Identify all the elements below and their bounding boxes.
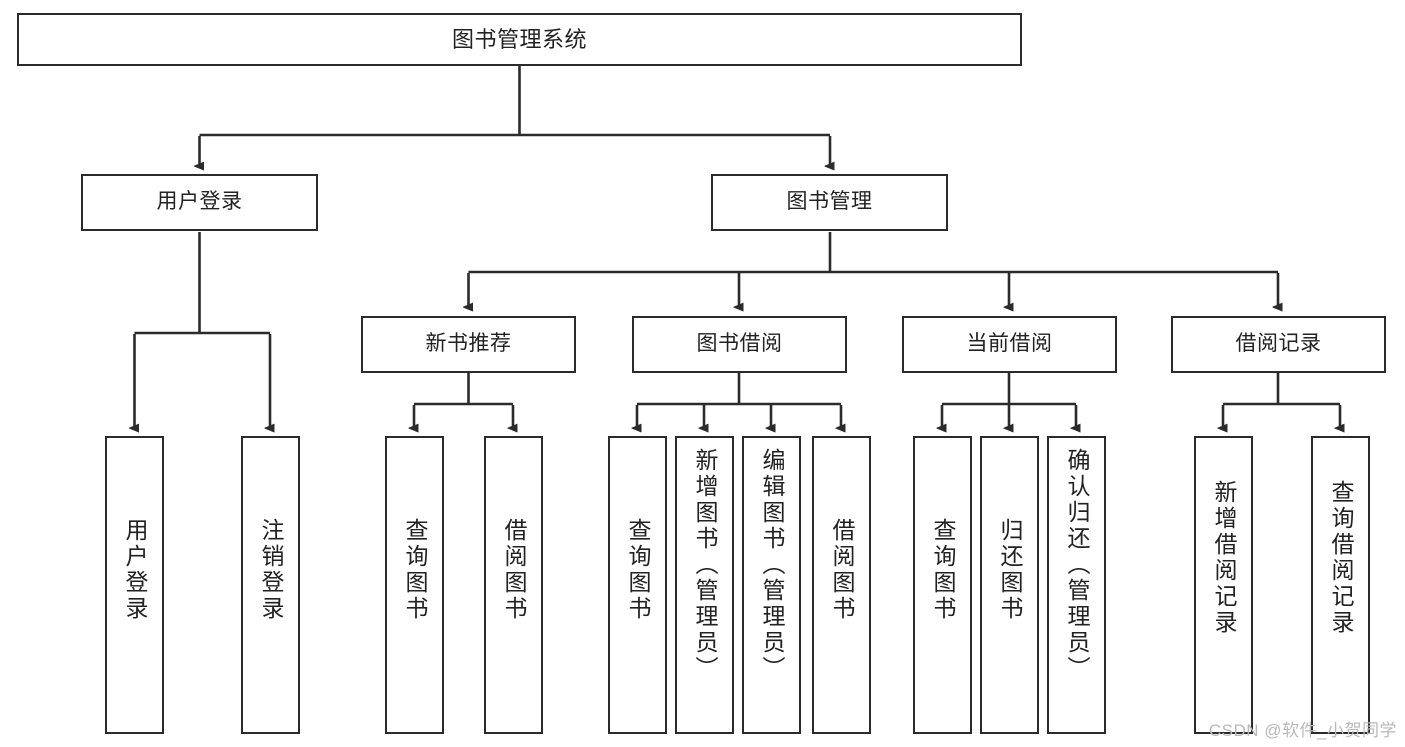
node-leaf-edit-book[interactable]: 编辑图书（管理员） — [742, 436, 801, 734]
node-label: 查询图书 — [625, 518, 651, 622]
node-label: 图书管理 — [786, 190, 873, 214]
node-leaf-query-book-1[interactable]: 查询图书 — [385, 436, 444, 734]
node-new-book-recommend[interactable]: 新书推荐 — [361, 316, 576, 373]
node-leaf-query-record[interactable]: 查询借阅记录 — [1311, 436, 1370, 734]
node-borrow-record[interactable]: 借阅记录 — [1171, 316, 1386, 373]
node-label: 确认归还（管理员） — [1064, 448, 1090, 682]
node-label: 图书借阅 — [696, 332, 783, 356]
node-label: 用户登录 — [156, 190, 243, 214]
node-current-borrow[interactable]: 当前借阅 — [902, 316, 1117, 373]
node-root-system[interactable]: 图书管理系统 — [17, 13, 1022, 66]
node-label: 图书管理系统 — [451, 26, 587, 52]
node-leaf-confirm-return[interactable]: 确认归还（管理员） — [1047, 436, 1106, 734]
node-leaf-query-book-2[interactable]: 查询图书 — [608, 436, 667, 734]
node-label: 用户登录 — [122, 518, 148, 622]
node-leaf-user-login[interactable]: 用户登录 — [105, 436, 164, 734]
node-leaf-add-record[interactable]: 新增借阅记录 — [1194, 436, 1253, 734]
node-leaf-borrow-book-1[interactable]: 借阅图书 — [484, 436, 543, 734]
node-label: 新书推荐 — [425, 332, 512, 356]
node-book-manage[interactable]: 图书管理 — [711, 174, 948, 231]
node-leaf-logout[interactable]: 注销登录 — [241, 436, 300, 734]
node-label: 借阅图书 — [501, 518, 527, 622]
node-label: 借阅记录 — [1235, 332, 1322, 356]
node-leaf-borrow-book-2[interactable]: 借阅图书 — [812, 436, 871, 734]
node-label: 查询借阅记录 — [1328, 480, 1354, 636]
node-label: 编辑图书（管理员） — [759, 448, 785, 682]
node-leaf-return-book[interactable]: 归还图书 — [980, 436, 1039, 734]
node-user-login[interactable]: 用户登录 — [81, 174, 318, 231]
node-label: 当前借阅 — [966, 332, 1053, 356]
node-label: 归还图书 — [997, 518, 1023, 622]
node-leaf-query-book-3[interactable]: 查询图书 — [913, 436, 972, 734]
node-label: 查询图书 — [930, 518, 956, 622]
node-label: 注销登录 — [258, 518, 284, 622]
csdn-watermark: CSDN @软件_小贺同学 — [1208, 721, 1397, 740]
node-leaf-add-book[interactable]: 新增图书（管理员） — [675, 436, 734, 734]
node-label: 借阅图书 — [829, 518, 855, 622]
node-book-borrow[interactable]: 图书借阅 — [632, 316, 847, 373]
node-label: 查询图书 — [402, 518, 428, 622]
node-label: 新增借阅记录 — [1211, 480, 1237, 636]
node-label: 新增图书（管理员） — [692, 448, 718, 682]
